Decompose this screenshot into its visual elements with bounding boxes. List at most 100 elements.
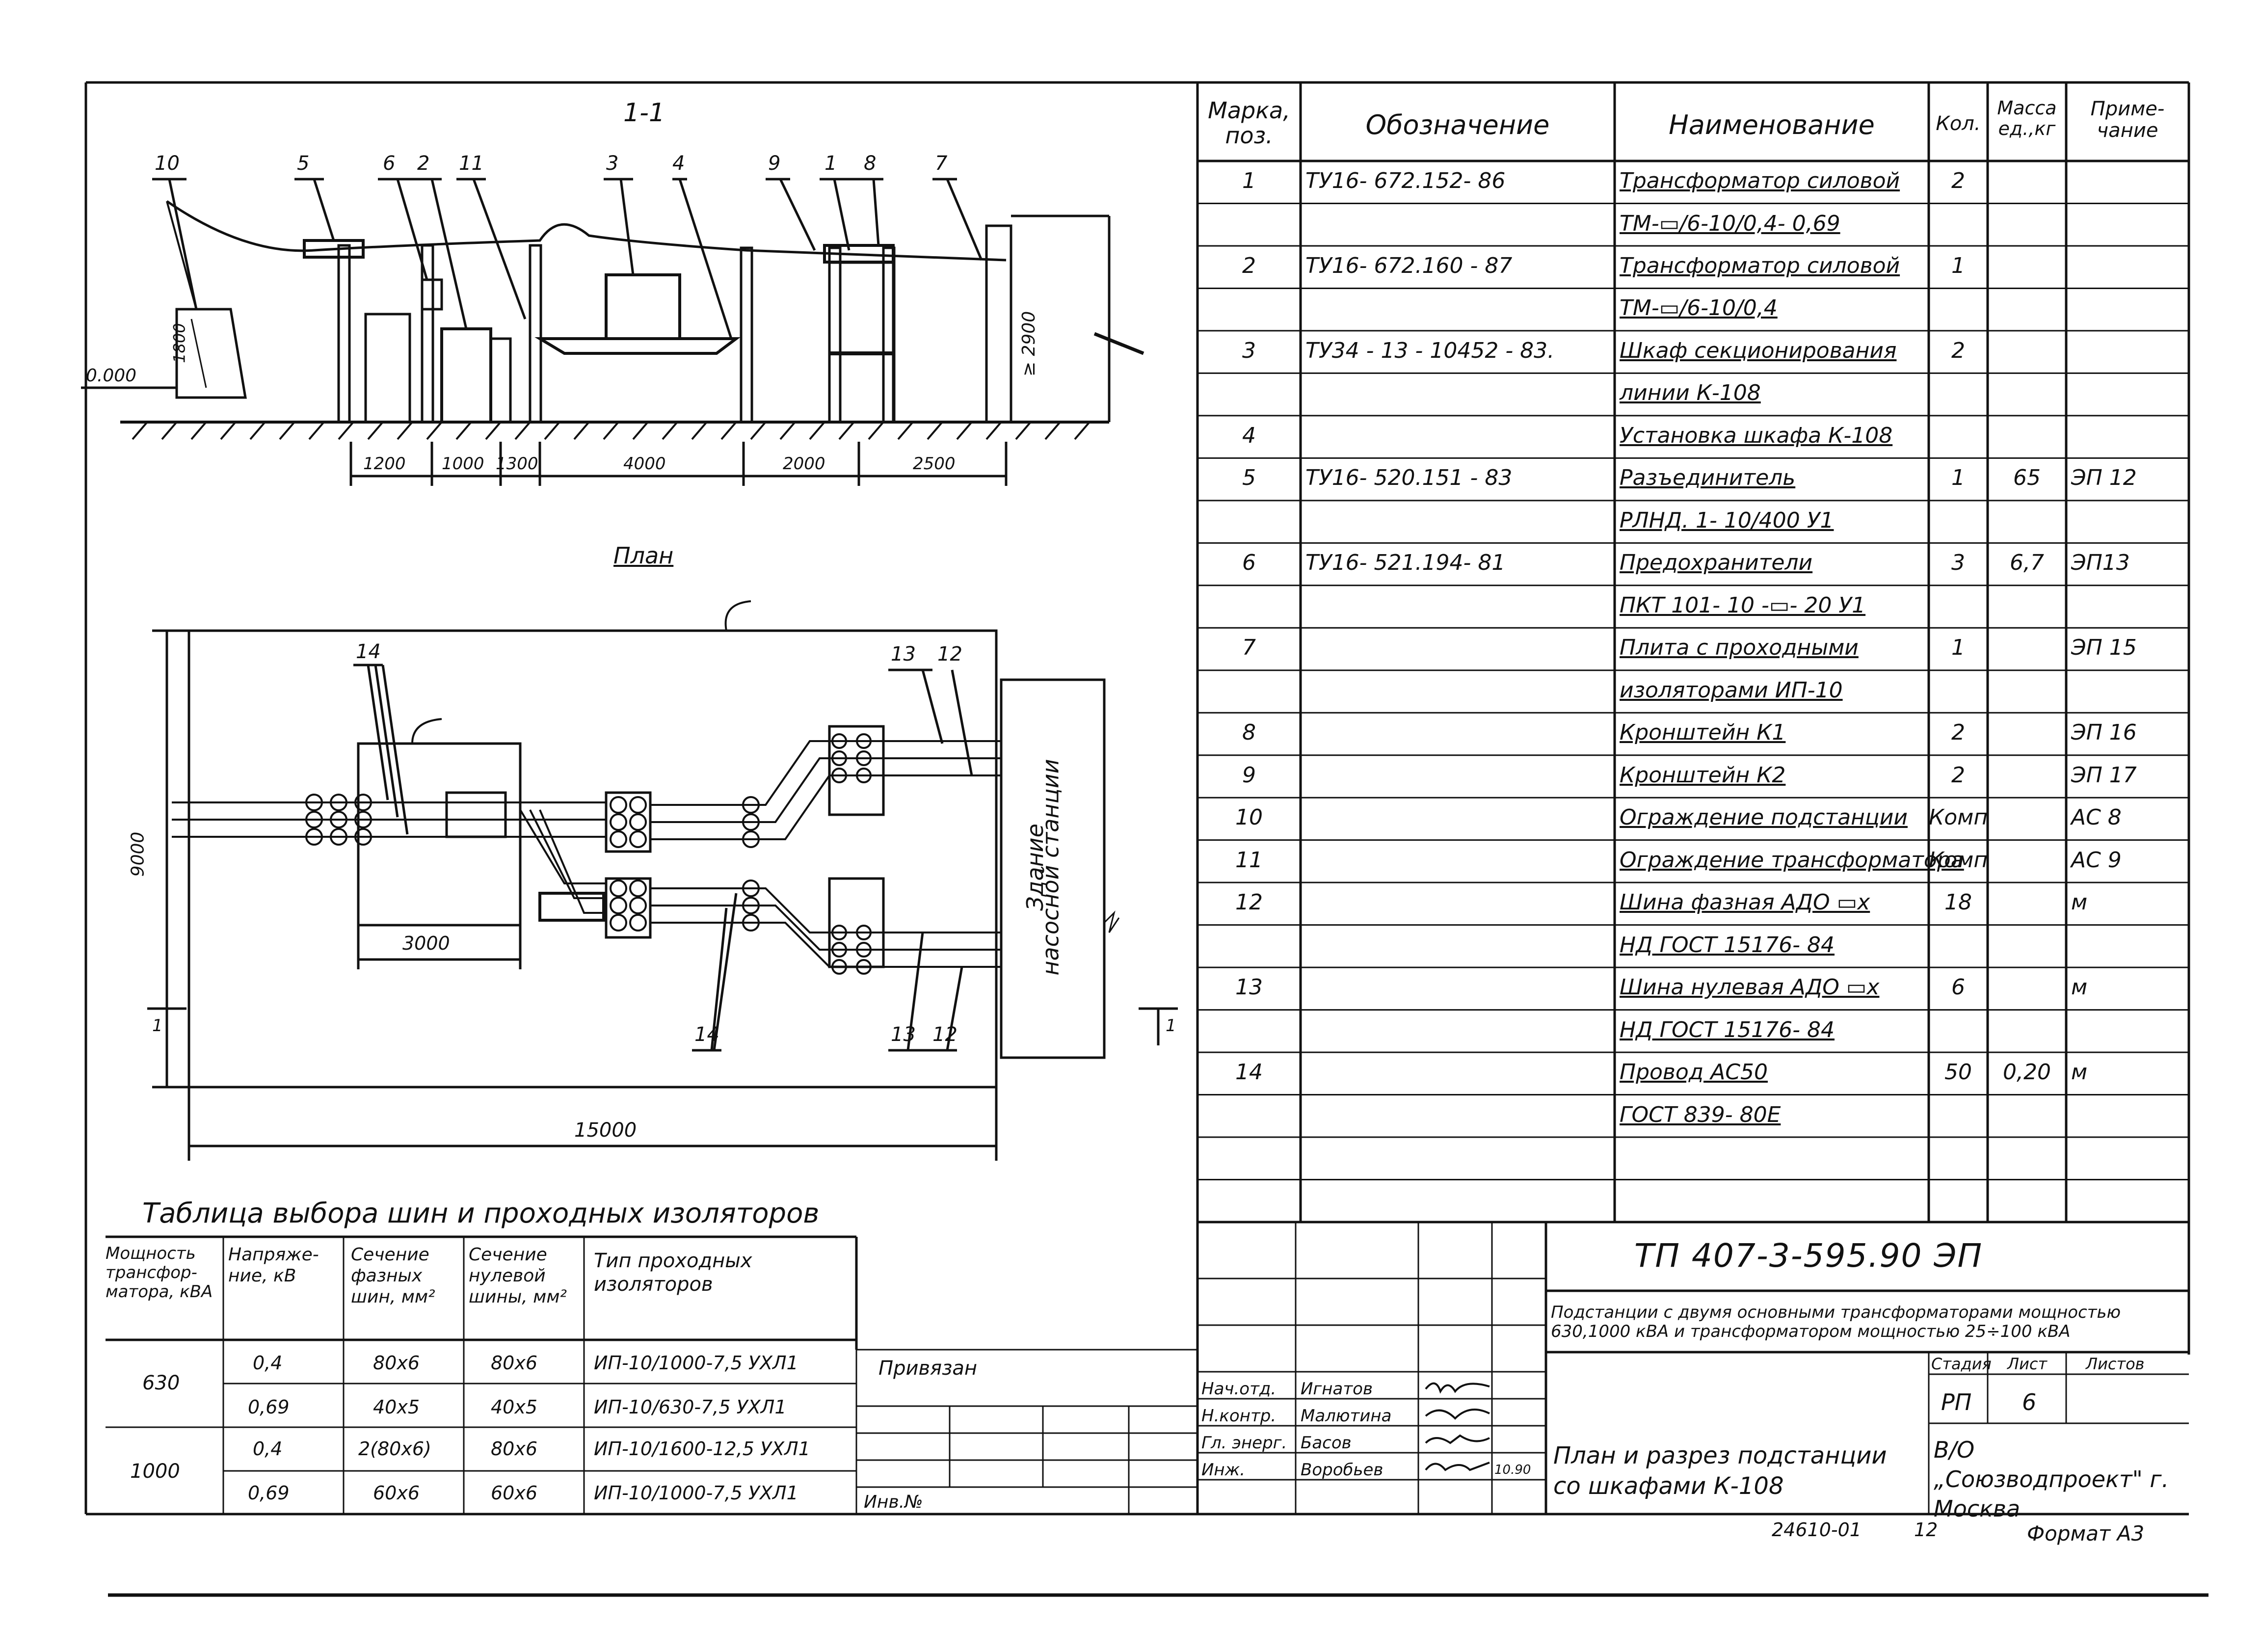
spec-cell-des: ТУ34 - 13 - 10452 - 83.	[1305, 338, 1555, 363]
spec-cell-name: Шкаф секционирования	[1620, 338, 1897, 363]
spec-header-qty: Кол.	[1936, 112, 1981, 135]
spec-header-mark: Марка, поз.	[1208, 97, 1290, 149]
inv-number-label: Инв.№	[864, 1492, 923, 1512]
plan-callout-14-top: 14	[356, 640, 381, 663]
plan-callout-12-bot: 12	[932, 1023, 958, 1046]
spec-cell-mark: 3	[1242, 338, 1256, 363]
person: Воробьев	[1301, 1460, 1383, 1480]
height-right: ≥ 2900	[1019, 311, 1039, 377]
spec-cell-qty: 2	[1951, 720, 1965, 746]
spec-cell-mark: 2	[1242, 253, 1256, 278]
spec-cell-name: изоляторами ИП-10	[1620, 677, 1843, 703]
role: Н.контр.	[1201, 1406, 1277, 1426]
person: Игнатов	[1301, 1379, 1373, 1399]
busbar-u: 0,4	[253, 1352, 283, 1374]
spec-cell-mark: 7	[1242, 635, 1256, 661]
signatures	[1425, 1382, 1490, 1471]
spec-cell-qty: 18	[1944, 890, 1972, 915]
spec-header-note: Приме- чание	[2090, 98, 2165, 142]
height-left: 1800	[170, 323, 189, 363]
organization: В/О „Союзводпроект" г. Москва	[1934, 1437, 2169, 1522]
spec-cell-name: Шина фазная АДО ▭х	[1620, 890, 1870, 915]
spec-cell-name: Плита с проходными	[1620, 635, 1859, 661]
spec-cell-qty: 2	[1951, 338, 1965, 363]
plan-callout-13-top: 13	[891, 643, 916, 666]
person: Басов	[1301, 1433, 1352, 1453]
busbar-ins: ИП-10/1600-12,5 УХЛ1	[594, 1438, 810, 1460]
spec-cell-name: ТМ-▭/6-10/0,4	[1620, 295, 1778, 321]
spec-cell-mark: 9	[1242, 762, 1256, 788]
spec-cell-qty: 1	[1951, 253, 1965, 278]
sheets-label: Листов	[2086, 1355, 2145, 1373]
spec-cell-name: НД ГОСТ 15176- 84	[1620, 932, 1835, 958]
spec-cell-name: ГОСТ 839- 80Е	[1620, 1102, 1781, 1127]
building-label-2: насосной станции	[1037, 759, 1064, 976]
spec-cell-name: Ограждение подстанции	[1620, 805, 1908, 830]
section-title: 1-1	[623, 98, 665, 128]
spec-header-mass: Масса ед.,кг	[1997, 97, 2057, 139]
plan-callout-12-top: 12	[937, 643, 962, 666]
busbar-power-630: 630	[142, 1372, 180, 1394]
plan-width-dim: 15000	[574, 1119, 637, 1142]
spec-cell-des: ТУ16- 672.152- 86	[1305, 168, 1506, 194]
dim-1: 1200	[363, 454, 406, 474]
person: Малютина	[1301, 1406, 1392, 1426]
stage-value: РП	[1941, 1389, 1972, 1415]
callout-5: 5	[297, 152, 310, 175]
spec-header-name: Наименование	[1669, 109, 1875, 140]
plan-callout-14-bot: 14	[694, 1023, 719, 1046]
spec-cell-name: линии К-108	[1620, 380, 1761, 406]
role: Нач.отд.	[1201, 1379, 1277, 1399]
busbar-zero: 80х6	[491, 1438, 538, 1460]
spec-cell-note: ЭП 17	[2071, 762, 2137, 788]
busbar-ins: ИП-10/1000-7,5 УХЛ1	[594, 1482, 798, 1504]
callout-4: 4	[672, 152, 685, 175]
spec-cell-name: Трансформатор силовой	[1620, 253, 1900, 278]
spec-cell-qty: 6	[1951, 975, 1965, 1000]
spec-cell-note: АС 9	[2071, 847, 2122, 873]
sheet-value: 6	[2022, 1389, 2037, 1415]
sign-date: 10.90	[1494, 1463, 1531, 1477]
busbar-ins: ИП-10/1000-7,5 УХЛ1	[594, 1352, 798, 1374]
callout-1: 1	[825, 152, 837, 175]
spec-cell-qty: 1	[1951, 465, 1965, 491]
busbar-phase: 60х6	[373, 1482, 420, 1504]
spec-cell-des: ТУ16- 520.151 - 83	[1305, 465, 1513, 491]
spec-cell-mark: 1	[1242, 168, 1256, 194]
spec-cell-name: Установка шкафа К-108	[1620, 423, 1893, 448]
spec-cell-mass: 0,20	[2003, 1060, 2051, 1085]
busbar-header-zero: Сечение нулевой шины, мм²	[469, 1245, 567, 1307]
dim-4: 4000	[623, 454, 666, 474]
callout-10: 10	[155, 152, 180, 175]
spec-cell-note: ЭП 12	[2071, 465, 2137, 491]
spec-cell-note: ЭП 16	[2071, 720, 2137, 746]
page-number: 12	[1914, 1519, 1938, 1541]
spec-cell-qty: 2	[1951, 168, 1965, 194]
spec-cell-name: ПКТ 101- 10 -▭- 20 У1	[1620, 592, 1866, 618]
dim-5: 2000	[783, 454, 825, 474]
spec-cell-name: Шина нулевая АДО ▭х	[1620, 975, 1880, 1000]
busbar-phase: 2(80х6)	[358, 1438, 431, 1460]
spec-cell-note: ЭП 15	[2071, 635, 2137, 661]
plan-drawing	[147, 600, 1178, 1161]
spec-cell-mark: 11	[1235, 847, 1263, 873]
spec-cell-qty: Комп	[1929, 847, 1988, 873]
privyazan-label: Привязан	[878, 1357, 978, 1380]
dim-3: 1300	[496, 454, 538, 474]
busbar-phase: 40х5	[373, 1396, 420, 1418]
busbar-power-1000: 1000	[130, 1460, 180, 1483]
spec-cell-name: ТМ-▭/6-10/0,4- 0,69	[1620, 211, 1840, 236]
spec-header-designation: Обозначение	[1365, 109, 1550, 140]
project-description: Подстанции с двумя основными трансформат…	[1551, 1303, 2121, 1342]
sheet-label: Лист	[2007, 1355, 2048, 1373]
role: Инж.	[1201, 1460, 1246, 1480]
callout-8: 8	[864, 152, 877, 175]
dim-6: 2500	[913, 454, 956, 474]
busbar-u: 0,69	[248, 1396, 290, 1418]
spec-cell-note: ЭП13	[2071, 550, 2130, 576]
plan-callout-13-bot: 13	[891, 1023, 916, 1046]
spec-cell-qty: 2	[1951, 762, 1965, 788]
plan-inner-dim: 3000	[402, 933, 450, 954]
busbar-phase: 80х6	[373, 1352, 420, 1374]
busbar-header-voltage: Напряже- ние, кВ	[228, 1245, 319, 1286]
